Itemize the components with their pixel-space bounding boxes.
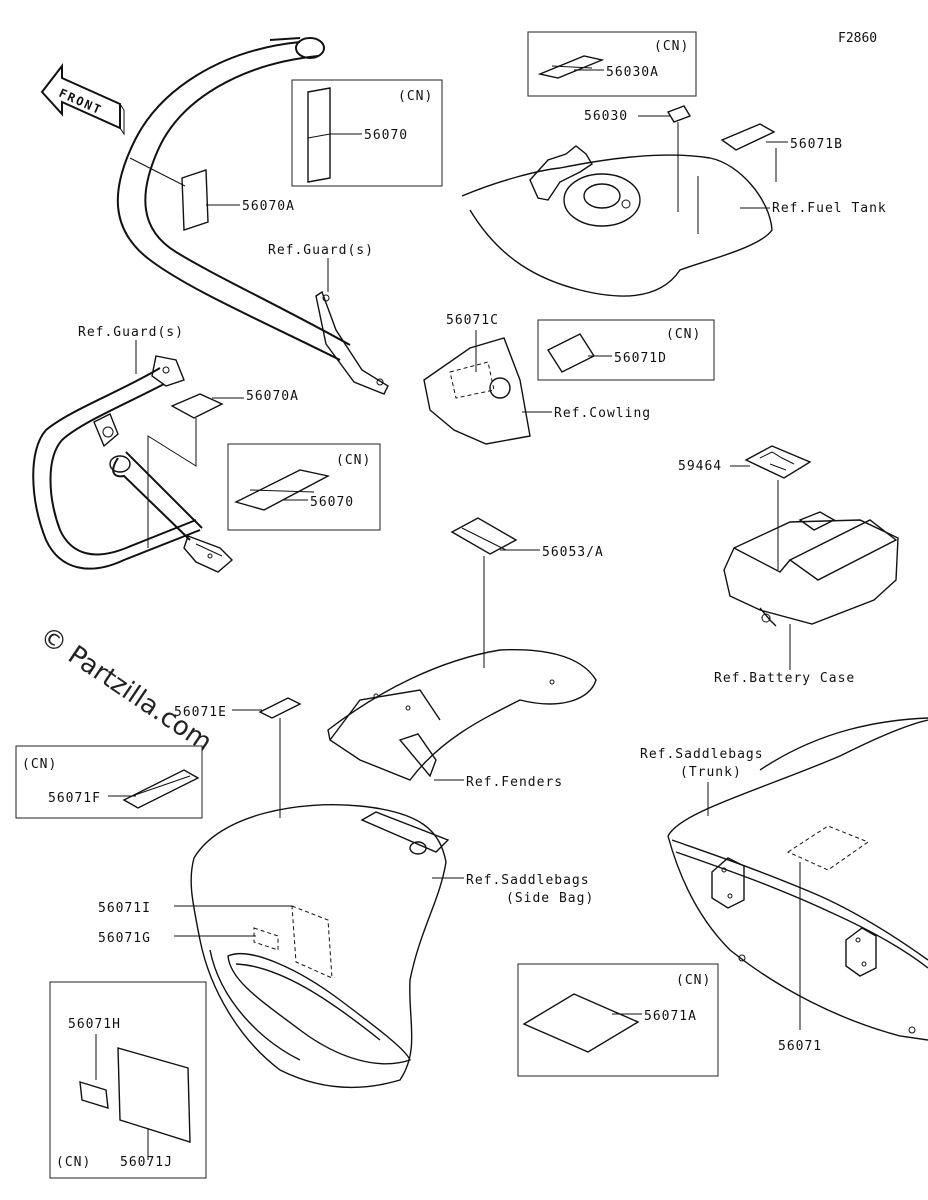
label-56070A-top: 56070A: [242, 199, 295, 214]
lower-guard-drawing: [32, 355, 234, 573]
label-56071F: 56071F: [48, 791, 101, 806]
cn-tag-56070: (CN): [398, 89, 433, 104]
decal-56053A: [450, 517, 518, 555]
label-56071J: 56071J: [120, 1155, 173, 1170]
cn-tag-56071HJ: (CN): [56, 1155, 91, 1170]
battery-case-drawing: [723, 511, 899, 627]
cn-box-56030A: [527, 31, 697, 97]
label-56030A: 56030A: [606, 65, 659, 80]
ref-guards-left: Ref.Guard(s): [78, 325, 184, 340]
cn-tag-56071D: (CN): [666, 327, 701, 342]
label-plate-59464: [744, 445, 812, 479]
label-56030: 56030: [584, 109, 628, 124]
cowling-drawing: [423, 337, 531, 445]
decal-56070A-mid: [170, 393, 224, 419]
fender-drawing: [327, 648, 597, 781]
label-56071H: 56071H: [68, 1017, 121, 1032]
decal-56071B: [720, 123, 776, 151]
label-56053A: 56053/A: [542, 545, 604, 560]
front-arrow-icon: [40, 63, 125, 136]
decal-56070A-top: [181, 169, 209, 231]
ref-saddlebags-side-1: Ref.Saddlebags: [466, 873, 590, 888]
watermark: © Partzilla.com: [34, 621, 217, 758]
upper-guard-drawing: [116, 37, 389, 395]
label-56071I: 56071I: [98, 901, 151, 916]
cn-tag-56071F: (CN): [22, 757, 57, 772]
ref-fuel-tank: Ref.Fuel Tank: [772, 201, 887, 216]
fuel-tank-drawing: [461, 145, 773, 297]
decal-56030: [666, 105, 692, 123]
cn-tag-56071A: (CN): [676, 973, 711, 988]
ref-battery-case: Ref.Battery Case: [714, 671, 855, 686]
label-56071B: 56071B: [790, 137, 843, 152]
decal-56071E: [258, 697, 302, 719]
label-56070-mid: 56070: [310, 495, 354, 510]
label-56071A: 56071A: [644, 1009, 697, 1024]
cn-tag-56030A: (CN): [654, 39, 689, 54]
label-59464: 59464: [678, 459, 722, 474]
ref-cowling: Ref.Cowling: [554, 406, 651, 421]
label-56070A-mid: 56070A: [246, 389, 299, 404]
label-56071G: 56071G: [98, 931, 151, 946]
label-56071E: 56071E: [174, 705, 227, 720]
ref-saddlebags-trunk-1: Ref.Saddlebags: [640, 747, 764, 762]
side-bag-drawing: [190, 803, 450, 1089]
label-56071D: 56071D: [614, 351, 667, 366]
ref-saddlebags-side-2: (Side Bag): [506, 891, 594, 906]
ref-guards-top: Ref.Guard(s): [268, 243, 374, 258]
ref-saddlebags-trunk-2: (Trunk): [680, 765, 742, 780]
figure-id: F2860: [838, 31, 877, 46]
label-56071: 56071: [778, 1039, 822, 1054]
ref-fenders: Ref.Fenders: [466, 775, 563, 790]
trunk-drawing: [667, 717, 928, 1041]
cn-tag-56070-mid: (CN): [336, 453, 371, 468]
front-label: FRONT: [57, 86, 105, 118]
label-56070-top: 56070: [364, 128, 408, 143]
label-56071C: 56071C: [446, 313, 499, 328]
